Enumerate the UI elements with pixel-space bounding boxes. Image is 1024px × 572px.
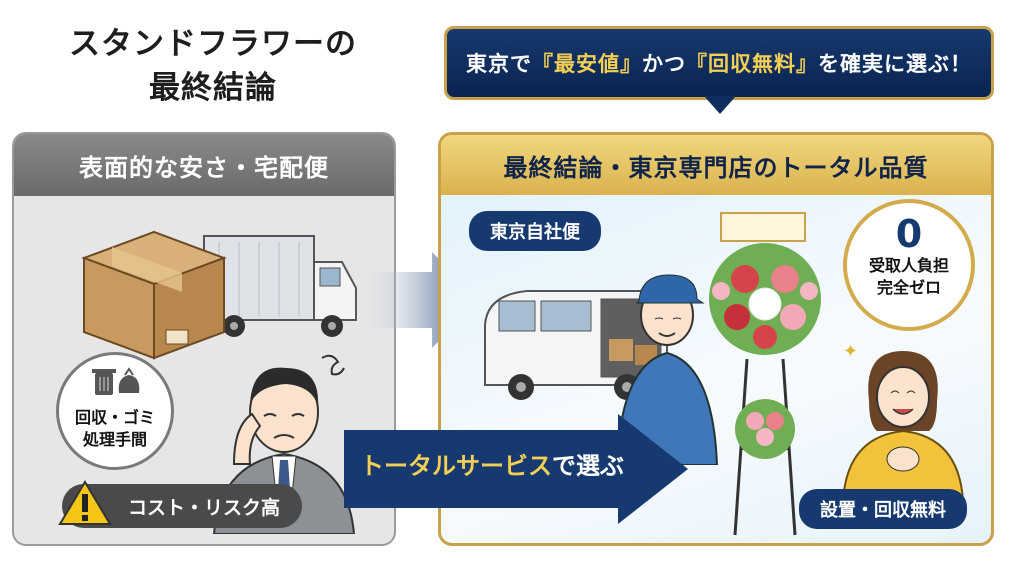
cost-risk-pill: コスト・リスク高 <box>62 484 302 528</box>
setup-free-badge: 設置・回収無料 <box>799 489 967 529</box>
total-service-rest: で選ぶ <box>552 452 624 480</box>
flower-arrangement-bottom <box>735 399 795 459</box>
zero-number: 0 <box>895 212 923 256</box>
total-service-label: トータルサービスで選ぶ <box>360 446 660 481</box>
sparkle-icon: ✦ <box>843 341 858 362</box>
warning-icon <box>58 480 112 525</box>
slogan-post: を確実に選ぶ！ <box>818 52 972 76</box>
own-delivery-badge: 東京自社便 <box>469 211 601 251</box>
left-panel-heading: 表面的な安さ・宅配便 <box>14 134 394 196</box>
delivery-truck-icon <box>203 235 357 337</box>
page-title: スタンドフラワーの 最終結論 <box>69 26 357 106</box>
cost-risk-label: コスト・リスク高 <box>127 496 280 519</box>
flower-stand-illustration <box>709 212 821 536</box>
slogan-highlight-lowest-price: 『最安値』 <box>532 52 642 76</box>
flower-arrangement-top <box>709 243 821 355</box>
right-panel-heading: 最終結論・東京専門店のトータル品質 <box>441 135 991 195</box>
own-delivery-label: 東京自社便 <box>490 222 580 243</box>
slogan-mid: かつ <box>642 52 686 76</box>
trash-hassle-label: 回収・ゴミ 処理手間 <box>74 408 155 449</box>
happy-recipient-illustration: ✦ <box>841 341 965 501</box>
slogan-highlight-free-pickup: 『回収無料』 <box>686 52 818 76</box>
slogan-pointer <box>704 96 736 114</box>
setup-free-label: 設置・回収無料 <box>820 500 946 521</box>
box-truck-illustration <box>81 230 357 360</box>
zero-cost-label: 受取人負担 完全ゼロ <box>868 256 949 297</box>
trash-hassle-badge: 回収・ゴミ 処理手間 <box>56 352 174 470</box>
slogan-pre: 東京で <box>466 52 532 76</box>
zero-cost-badge: 0 受取人負担 完全ゼロ <box>843 199 975 331</box>
total-service-highlight: トータルサービス <box>360 452 552 480</box>
slogan-banner: 東京で 『最安値』 かつ 『回収無料』 を確実に選ぶ！ <box>444 26 994 100</box>
left-panel-cheap-delivery: 表面的な安さ・宅配便 <box>12 132 396 546</box>
trash-bin-icon <box>92 367 140 395</box>
cardboard-box-icon <box>81 230 227 360</box>
total-service-arrow <box>344 414 688 524</box>
